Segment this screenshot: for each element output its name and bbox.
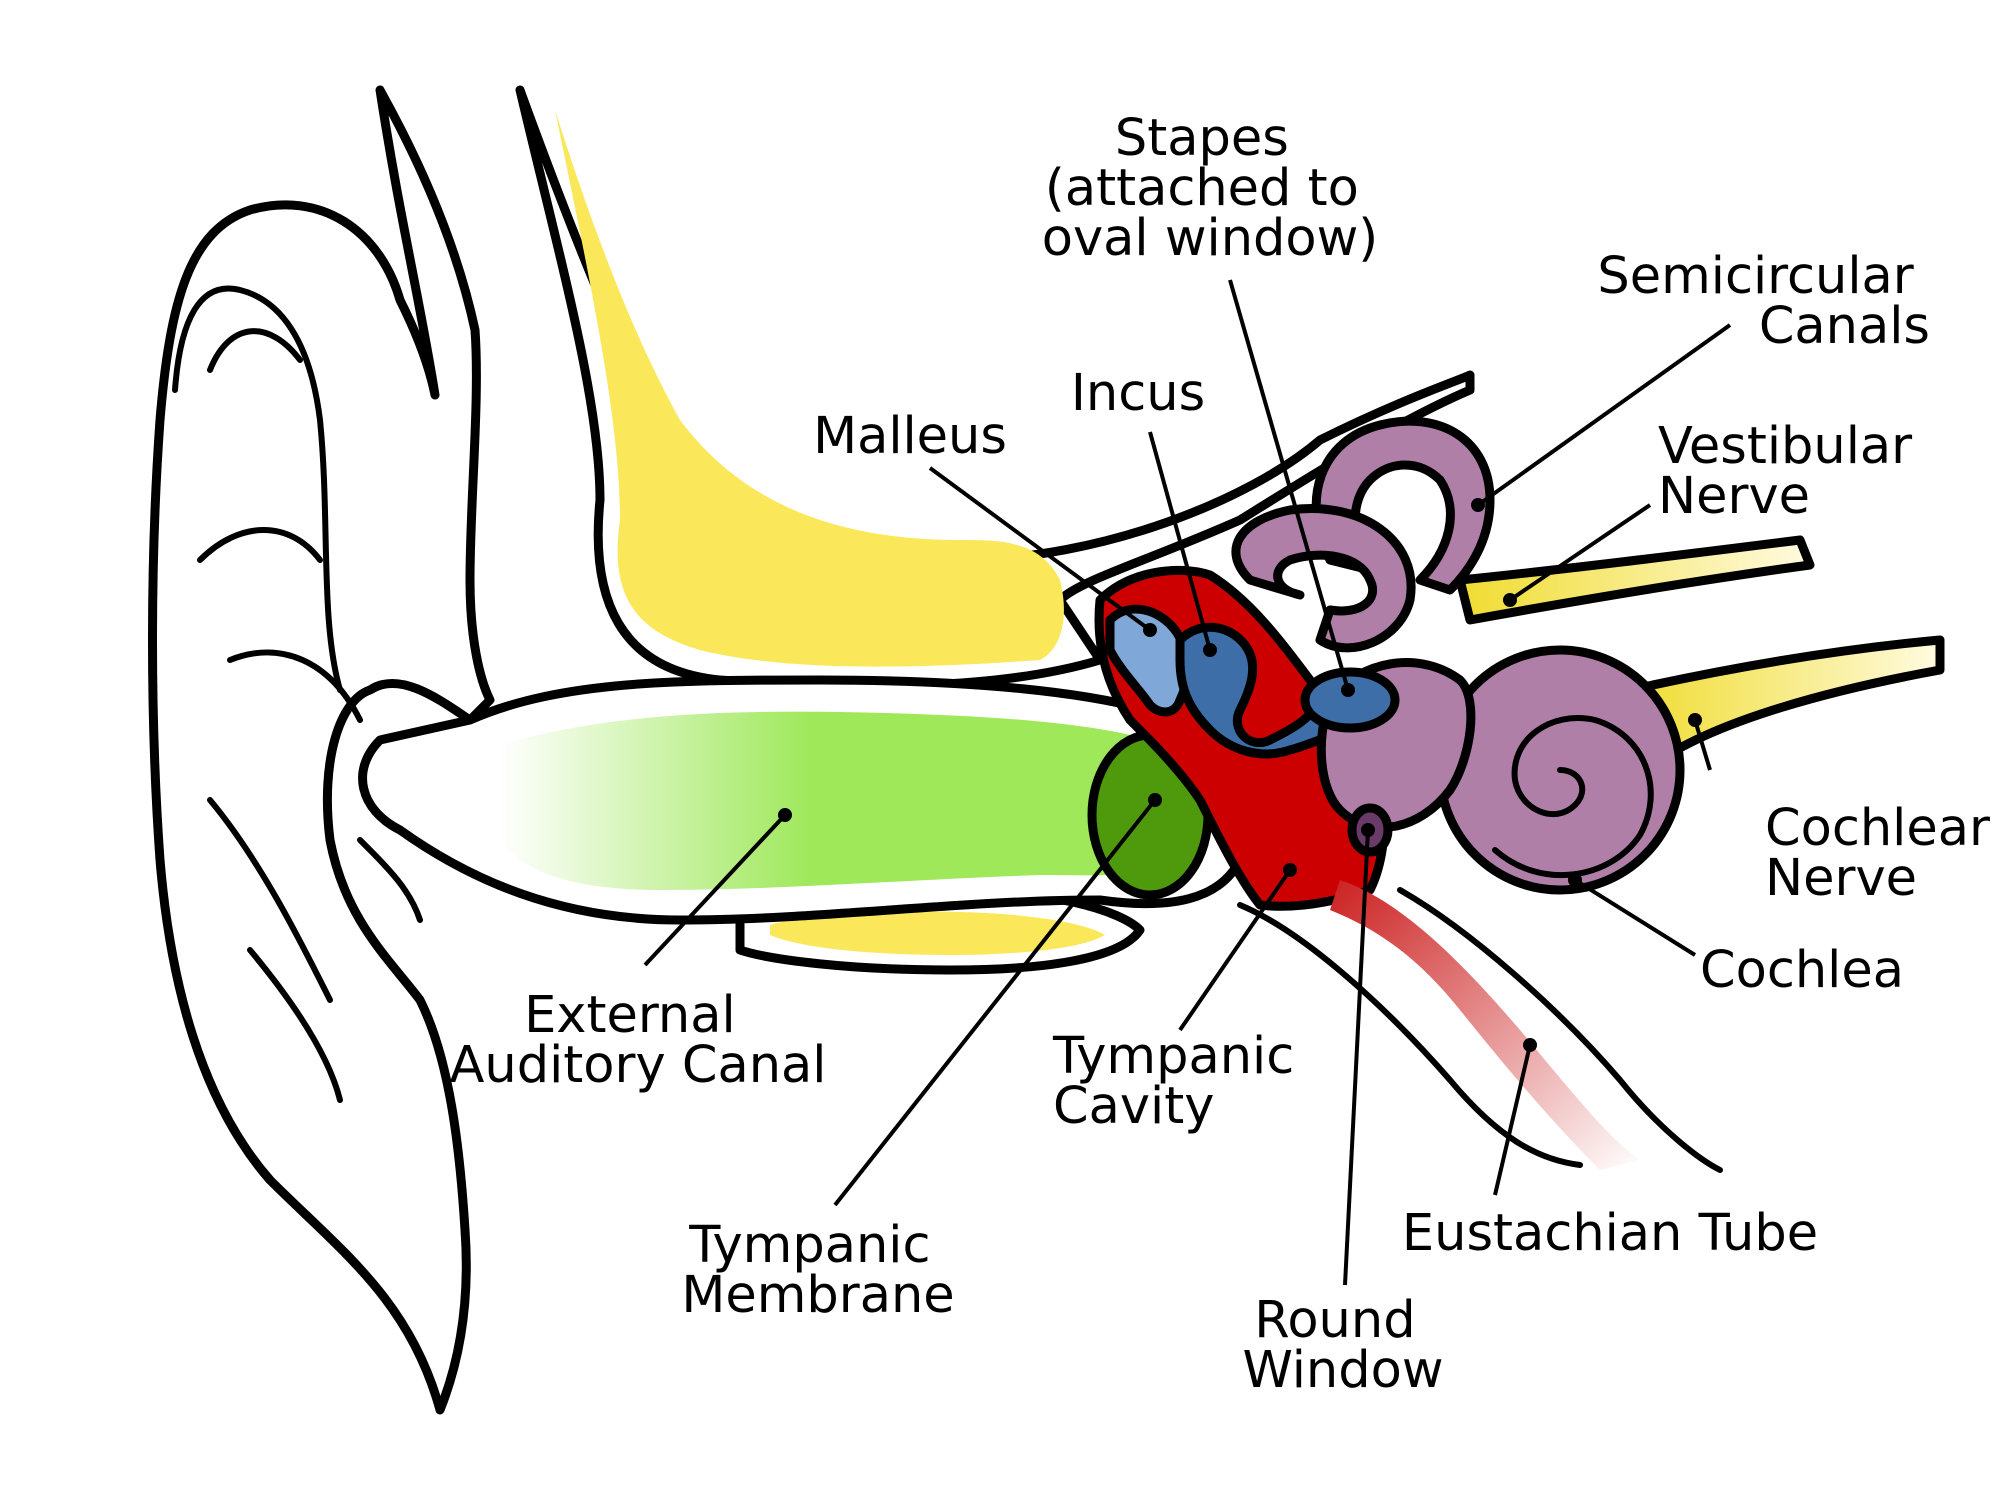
labels: Stapes (attached to oval window) Semicir…	[450, 109, 2000, 1400]
inner-ear	[1231, 416, 1685, 895]
label-stapes: Stapes (attached to oval window)	[1042, 109, 1378, 268]
external-auditory-canal	[358, 675, 1247, 925]
label-vestibular-nerve: Vestibular Nerve	[1658, 417, 1928, 526]
label-tympanic-cavity: Tympanic Cavity	[1052, 1027, 1310, 1136]
stapes-shape	[1300, 667, 1400, 733]
label-cochlear-nerve: Cochlear Nerve	[1765, 799, 2000, 908]
label-external-auditory-canal: External Auditory Canal	[450, 986, 827, 1095]
eustachian-tube-shape	[1330, 880, 1640, 1170]
label-eustachian-tube: Eustachian Tube	[1402, 1204, 1818, 1263]
nerves	[1455, 535, 1945, 765]
label-semicircular-canals: Semicircular Canals	[1597, 247, 1930, 356]
cochlear-nerve-shape	[1625, 635, 1945, 765]
label-round-window: Round Window	[1242, 1291, 1443, 1400]
canal-fill	[500, 711, 1194, 890]
label-tympanic-membrane: Tympanic Membrane	[681, 1216, 954, 1325]
label-incus: Incus	[1071, 364, 1205, 423]
label-cochlea: Cochlea	[1700, 941, 1904, 1000]
middle-ear	[1094, 565, 1723, 1173]
label-malleus: Malleus	[813, 407, 1007, 466]
leaders	[643, 279, 1732, 1286]
vestibular-nerve-shape	[1455, 535, 1815, 625]
bone-upper	[555, 110, 1064, 667]
bone-lower	[770, 911, 1105, 955]
malleus-shape	[1105, 604, 1192, 717]
pinna	[148, 85, 495, 1415]
semicircular-canals-shape	[1311, 416, 1495, 595]
